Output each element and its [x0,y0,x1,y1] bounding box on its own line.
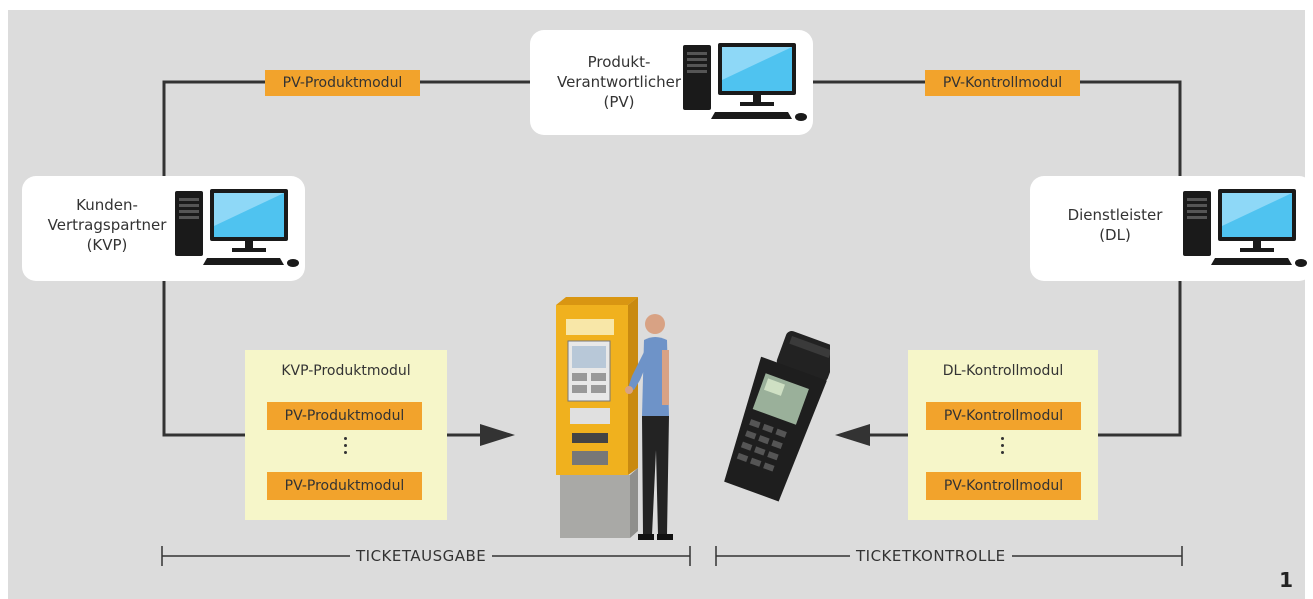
module-dl-title: DL-Kontrollmodul [942,363,1064,379]
node-pv: Produkt- Verantwortlicher (PV) [530,30,813,135]
module-dl-item-2: PV-Kontrollmodul [926,472,1081,500]
node-kvp-line-3: (KVP) [86,236,128,254]
connector-kvp-down [162,280,245,437]
person-image [625,314,673,540]
module-dl: DL-Kontrollmodul PV-Kontrollmodul PV-Kon… [908,350,1098,520]
node-kvp: Kunden- Vertragspartner (KVP) [22,176,305,281]
arrowhead-left [480,424,515,446]
node-kvp-label: Kunden- Vertragspartner (KVP) [22,195,192,255]
connector-label-pv-produktmodul: PV-Produktmodul [265,70,420,96]
span-label-ticketkontrolle: TICKETKONTROLLE [850,546,1012,566]
connector-pv-dl [812,80,1182,178]
module-dl-item-1: PV-Kontrollmodul [926,402,1081,430]
connector-dl-down [1095,280,1182,437]
node-dl-label: Dienstleister (DL) [1030,205,1200,245]
node-dl-line-2: (DL) [1099,226,1131,244]
desktop-computer-icon [1183,189,1307,267]
node-pv-line-3: (PV) [603,93,635,111]
module-kvp-item-2: PV-Produktmodul [267,472,422,500]
module-dl-ellipsis [1001,437,1005,458]
module-kvp-ellipsis [344,437,348,458]
node-kvp-line-1: Kunden- [76,196,138,214]
module-kvp: KVP-Produktmodul PV-Produktmodul PV-Prod… [245,350,447,520]
figure-number: 1 [1279,568,1293,592]
desktop-computer-icon [683,43,807,121]
node-pv-line-2: Verantwortlicher [556,73,682,91]
node-dl: Dienstleister (DL) [1030,176,1313,281]
arrowhead-right [835,424,870,446]
node-pv-label: Produkt- Verantwortlicher (PV) [530,52,708,112]
node-dl-line-1: Dienstleister [1067,206,1163,224]
span-label-ticketausgabe: TICKETAUSGABE [350,546,493,566]
ticket-vending-machine-image [556,297,638,538]
module-kvp-title: KVP-Produktmodul [281,363,411,379]
handheld-ticket-scanner-image [724,331,830,502]
connector-label-pv-kontrollmodul: PV-Kontrollmodul [925,70,1080,96]
node-pv-line-1: Produkt- [587,53,651,71]
connector-pv-kvp [162,80,530,178]
node-kvp-line-2: Vertragspartner [47,216,167,234]
desktop-computer-icon [175,189,299,267]
module-kvp-item-1: PV-Produktmodul [267,402,422,430]
